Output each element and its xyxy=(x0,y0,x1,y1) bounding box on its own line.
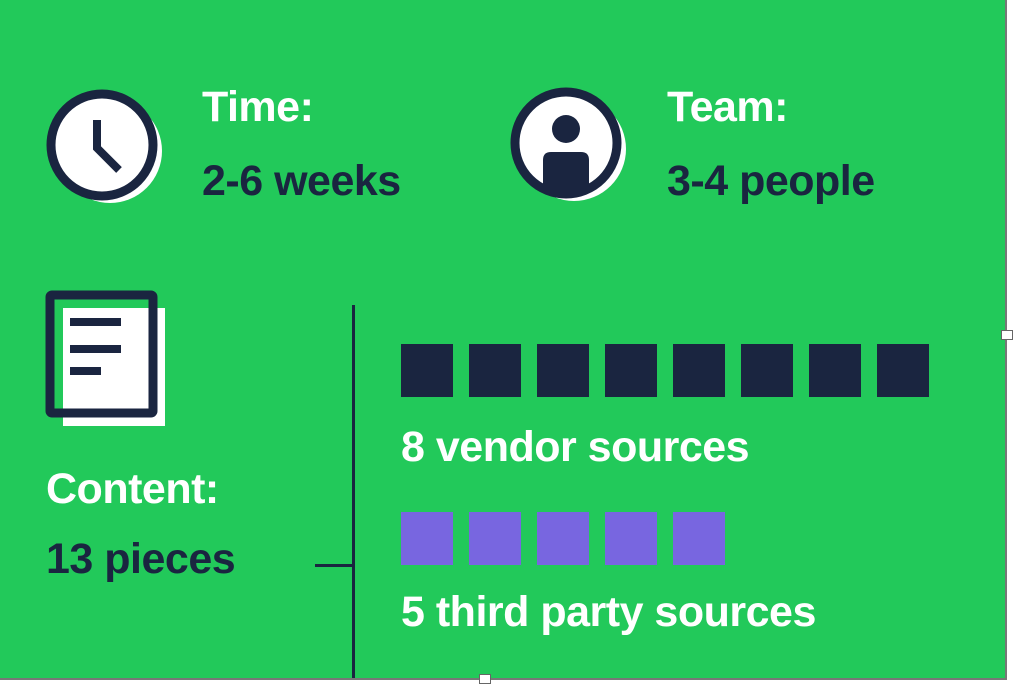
source-square xyxy=(673,512,725,565)
person-icon xyxy=(510,87,626,201)
source-square xyxy=(605,512,657,565)
selection-border-right xyxy=(1005,0,1007,680)
source-square xyxy=(673,344,725,397)
source-square xyxy=(537,512,589,565)
content-label: Content: xyxy=(46,465,219,513)
clock-icon xyxy=(46,89,162,203)
team-label: Team: xyxy=(667,83,788,131)
source-square xyxy=(401,344,453,397)
time-value: 2-6 weeks xyxy=(202,157,401,205)
source-square xyxy=(401,512,453,565)
source-square xyxy=(809,344,861,397)
resize-handle-right[interactable] xyxy=(1001,330,1013,340)
team-value: 3-4 people xyxy=(667,157,875,205)
resize-handle-bottom[interactable] xyxy=(479,674,491,684)
source-square xyxy=(537,344,589,397)
content-value: 13 pieces xyxy=(46,535,236,583)
third-party-sources-label: 5 third party sources xyxy=(401,588,816,636)
divider-line xyxy=(352,305,355,678)
source-square xyxy=(469,344,521,397)
connector-tick xyxy=(315,564,353,567)
document-icon xyxy=(45,290,165,426)
source-square xyxy=(741,344,793,397)
vendor-sources-label: 8 vendor sources xyxy=(401,423,750,471)
source-square xyxy=(469,512,521,565)
selection-border-bottom xyxy=(0,678,1007,680)
time-label: Time: xyxy=(202,83,314,131)
source-square xyxy=(877,344,929,397)
source-square xyxy=(605,344,657,397)
